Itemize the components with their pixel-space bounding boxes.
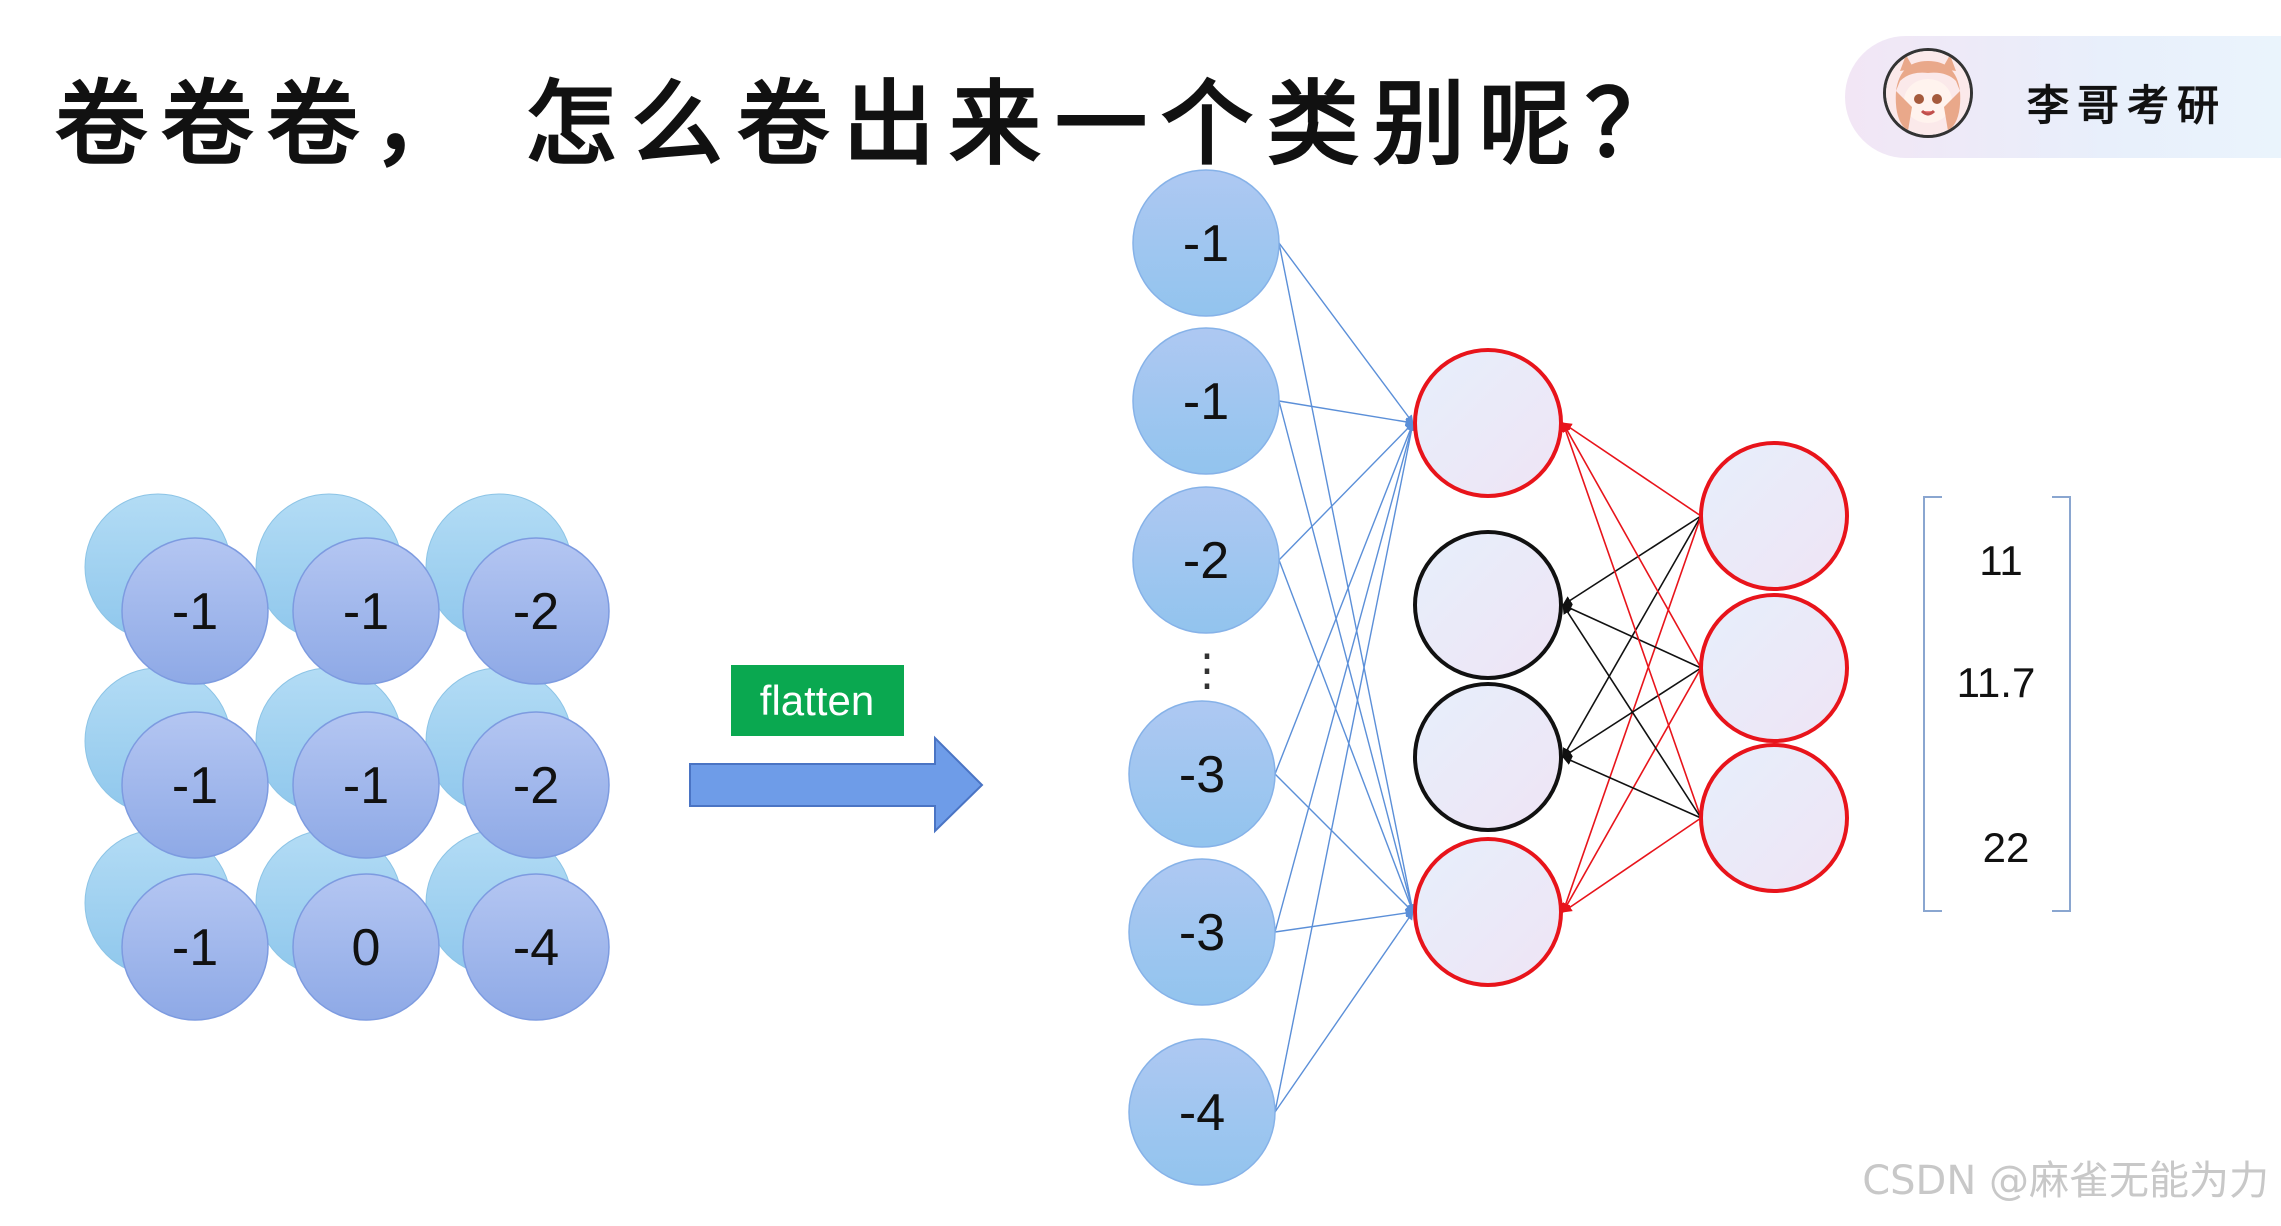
grid-node: -1	[121, 873, 269, 1021]
output-node	[1699, 441, 1849, 591]
flattened-node-value: -4	[1179, 1084, 1225, 1142]
output-edge	[1562, 422, 1702, 517]
flatten-edge	[1278, 242, 1416, 913]
grid-node-circle	[292, 873, 440, 1021]
flatten-edge	[1274, 773, 1414, 913]
grid-node: 0	[292, 873, 440, 1021]
output-edge	[1562, 604, 1702, 669]
author-badge: 李哥考研	[1845, 36, 2281, 158]
flatten-to-hidden-edges	[1274, 242, 1416, 1113]
flatten-edge	[1274, 908, 1414, 933]
flatten-edge	[1274, 422, 1416, 933]
flattened-node: -1	[1132, 327, 1280, 475]
flatten-edge	[1274, 422, 1416, 1113]
output-to-hidden-edges	[1561, 422, 1702, 913]
flattened-node: -1	[1132, 169, 1280, 317]
output-edge	[1562, 604, 1702, 819]
output-edge	[1561, 422, 1702, 819]
grid-node: -1	[292, 537, 440, 685]
page-title: 卷卷卷， 怎么卷出来一个类别呢？	[55, 70, 1692, 178]
flatten-edge	[1278, 559, 1415, 913]
flatten-label: flatten	[760, 677, 874, 724]
flatten-label-box	[731, 665, 904, 736]
flatten-edge	[1278, 242, 1414, 424]
flatten-edge	[1278, 422, 1414, 561]
hidden-node	[1413, 348, 1563, 498]
flatten-edge	[1278, 400, 1416, 913]
grid-node: -1	[292, 711, 440, 859]
watermark: CSDN @麻雀无能为力	[1862, 1158, 2269, 1204]
flattened-node: -3	[1128, 858, 1276, 1006]
grid-node-value: -1	[343, 583, 389, 641]
output-value: 11.7	[1957, 659, 2036, 706]
flattened-node: -3	[1128, 700, 1276, 848]
output-edge	[1562, 817, 1702, 913]
flattened-node-value: -3	[1179, 746, 1225, 804]
flattened-node-circle	[1128, 700, 1276, 848]
output-node	[1699, 593, 1849, 743]
output-edge	[1562, 422, 1702, 669]
grid-node: -2	[462, 711, 610, 859]
output-value: 22	[1983, 824, 2030, 871]
grid-node-circle	[462, 711, 610, 859]
hidden-layer	[1413, 348, 1563, 987]
flattened-vector: -1 -1 -2 -3 -3 -4	[1128, 169, 1280, 1186]
flattened-node-value: -2	[1183, 532, 1229, 590]
flatten-edge	[1274, 422, 1415, 775]
flattened-node-value: -1	[1183, 373, 1229, 431]
grid-node-value: -1	[343, 757, 389, 815]
flattened-node-circle	[1132, 327, 1280, 475]
grid-node-value: -1	[172, 583, 218, 641]
flattened-node-circle	[1132, 486, 1280, 634]
grid-node-circle	[292, 537, 440, 685]
output-edge	[1561, 515, 1702, 913]
output-edge	[1562, 756, 1702, 819]
output-node	[1699, 743, 1849, 893]
grid-node-circle	[462, 873, 610, 1021]
right-bracket	[2052, 496, 2071, 912]
grid-node-circle	[121, 873, 269, 1021]
grid-node-value: -4	[513, 919, 559, 977]
avatar-icon	[1886, 51, 1970, 135]
output-layer	[1699, 441, 1849, 893]
grid-node-value: -1	[172, 919, 218, 977]
left-bracket	[1923, 496, 1942, 912]
grid-node: -4	[462, 873, 610, 1021]
flattened-node-circle	[1132, 169, 1280, 317]
grid-node-circle	[121, 711, 269, 859]
flatten-edge	[1274, 911, 1414, 1113]
flattened-node-value: -1	[1183, 215, 1229, 273]
author-name: 李哥考研	[2027, 81, 2228, 130]
feature-map-grid: -1 -1 -2 -1 -1 -2 -1 0 -4	[121, 537, 610, 1021]
flatten-arrow: flatten	[689, 665, 984, 834]
flattened-node-value: -3	[1179, 904, 1225, 962]
grid-node-circle	[121, 537, 269, 685]
hidden-node	[1413, 530, 1563, 680]
flattened-node: -2	[1132, 486, 1280, 634]
grid-node-value: 0	[352, 919, 381, 977]
flattened-node-circle	[1128, 1038, 1276, 1186]
hidden-node	[1413, 837, 1563, 987]
grid-node-circle	[462, 537, 610, 685]
output-edge	[1562, 667, 1702, 913]
grid-node-circle	[292, 711, 440, 859]
hidden-node	[1413, 682, 1563, 832]
grid-node: -1	[121, 537, 269, 685]
output-value: 11	[1979, 537, 2023, 584]
right-arrow-icon	[689, 735, 984, 834]
grid-node: -1	[121, 711, 269, 859]
grid-node-value: -1	[172, 757, 218, 815]
flattened-node: -4	[1128, 1038, 1276, 1186]
avatar	[1883, 48, 1973, 138]
flatten-edge	[1278, 400, 1414, 426]
ellipsis-icon: ⋮	[1185, 646, 1229, 695]
output-edge	[1562, 515, 1702, 606]
grid-node: -2	[462, 537, 610, 685]
flattened-node-circle	[1128, 858, 1276, 1006]
grid-node-value: -2	[513, 583, 559, 641]
grid-node-value: -2	[513, 757, 559, 815]
output-vector: 11 11.7 22	[1923, 496, 2071, 912]
